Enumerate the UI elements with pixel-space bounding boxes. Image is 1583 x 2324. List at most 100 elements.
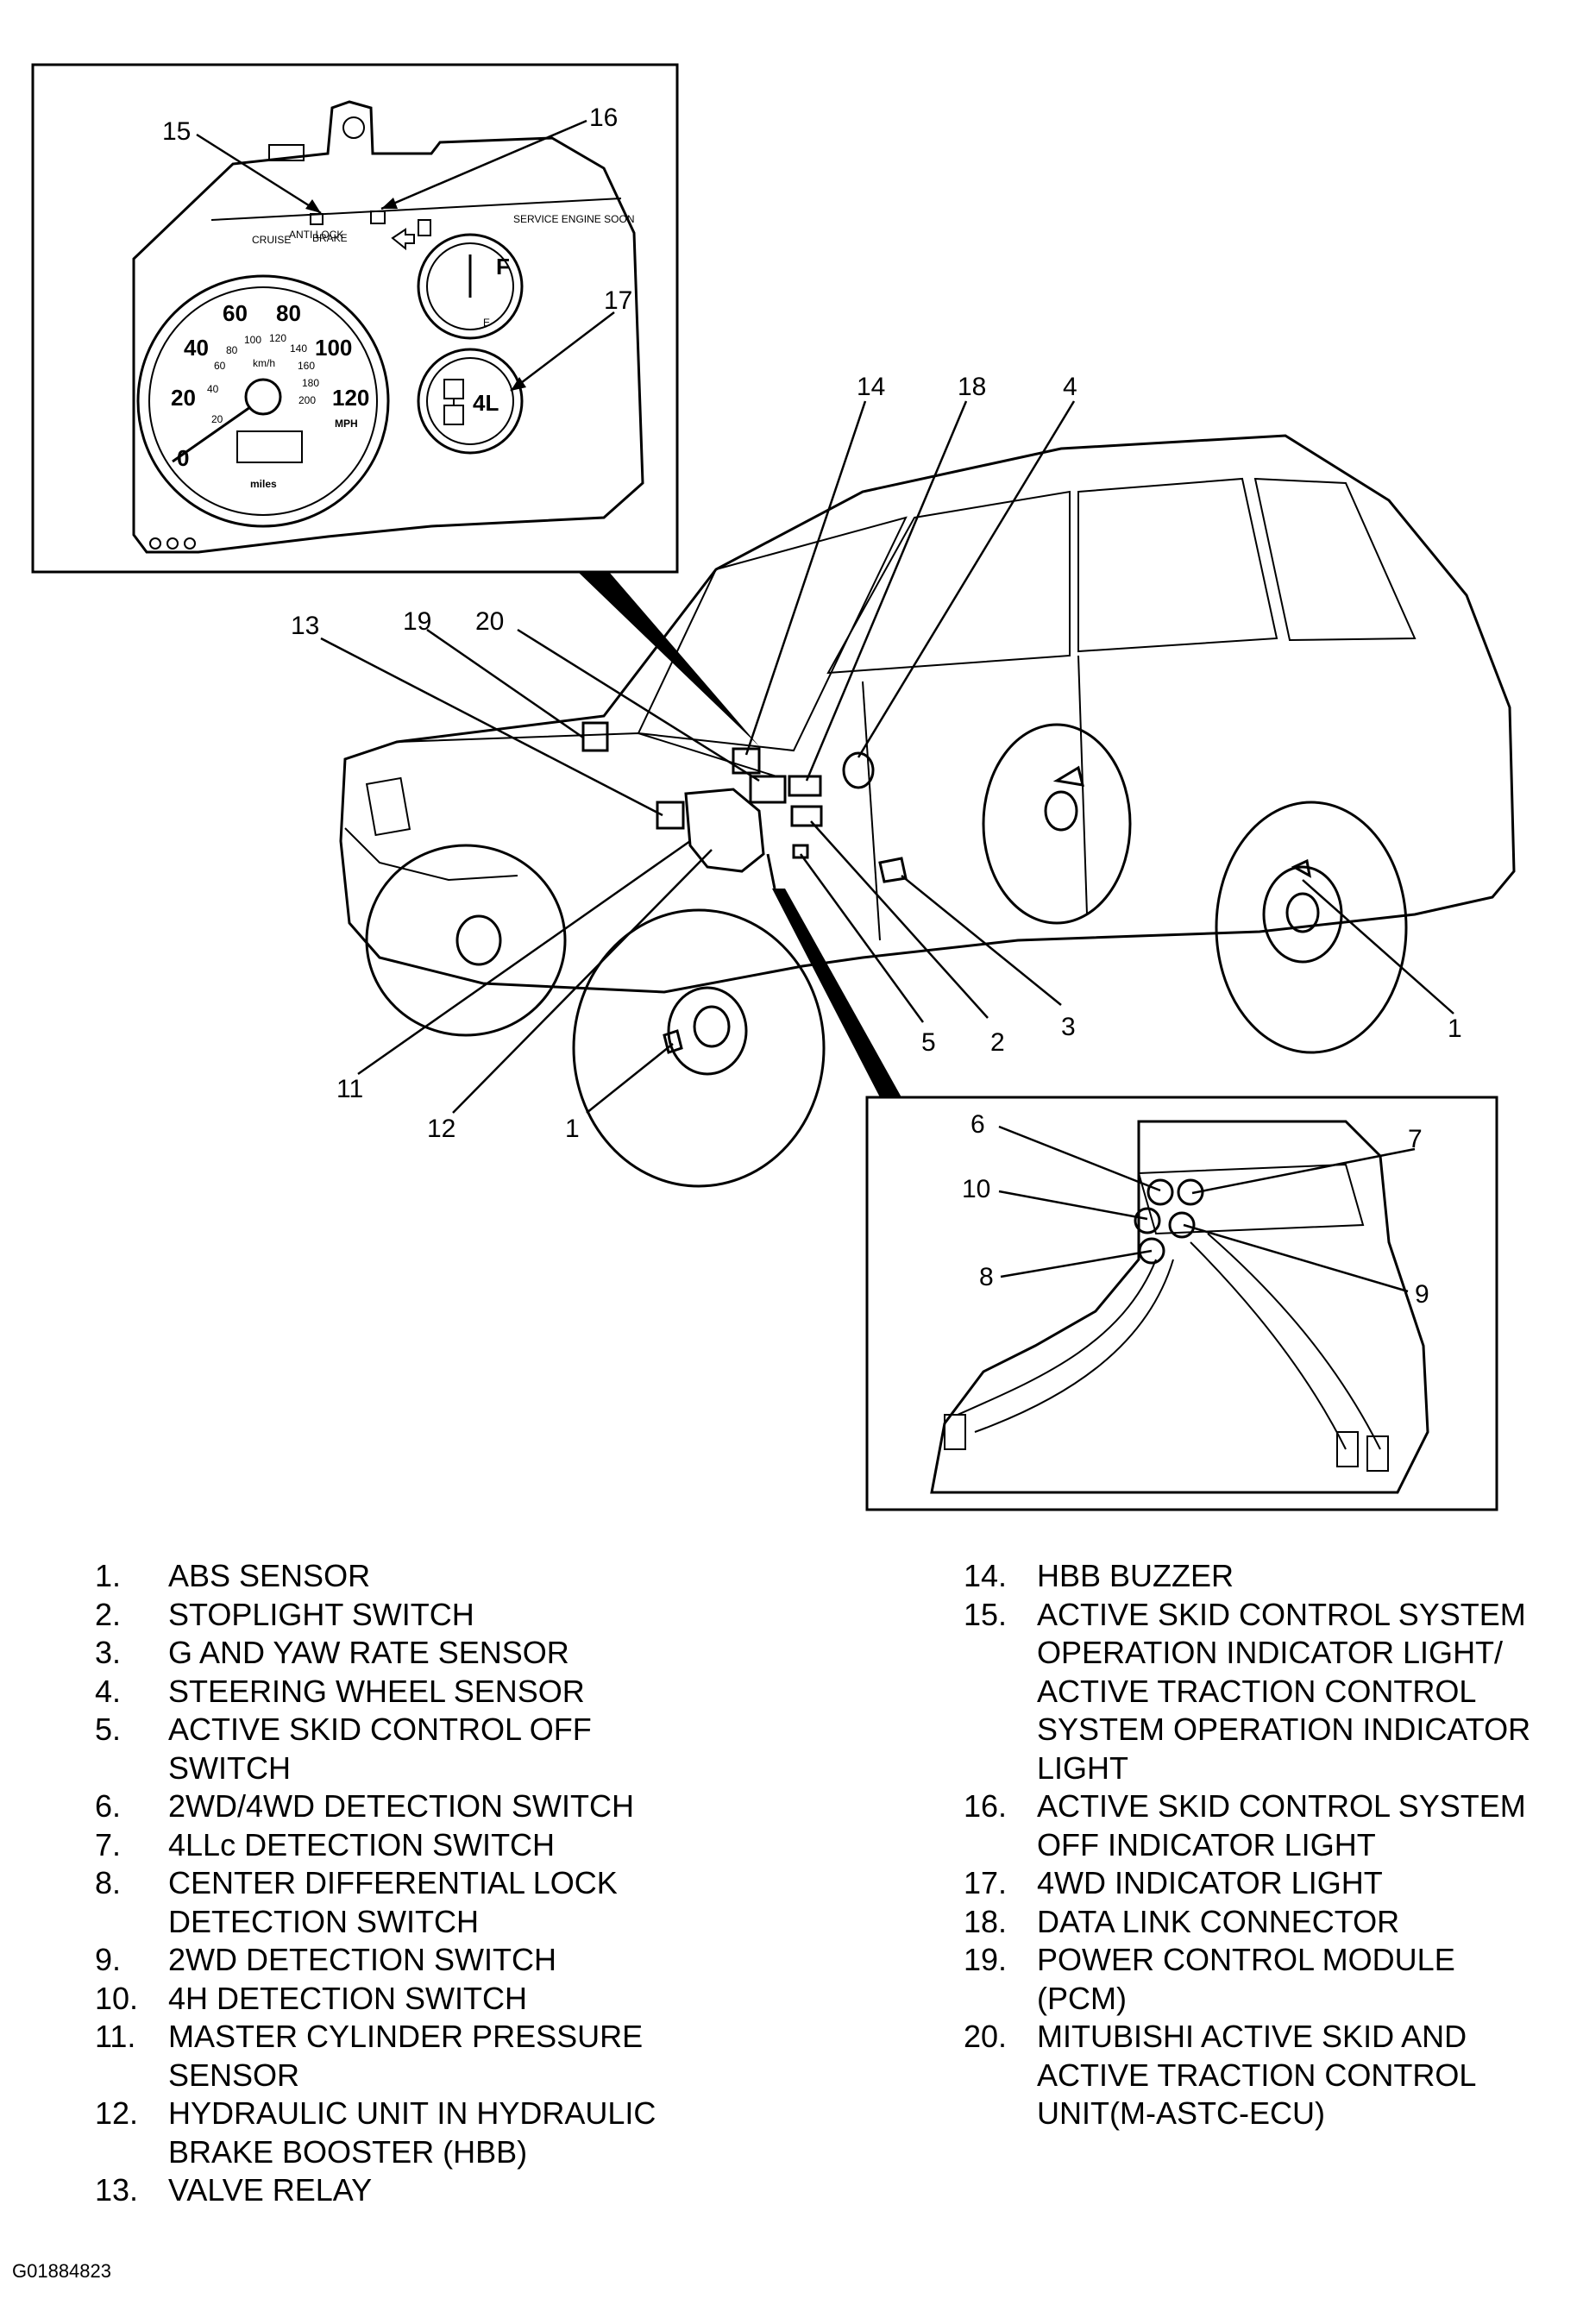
- harness-connector: [1336, 1431, 1359, 1467]
- front-door-seam: [862, 681, 881, 941]
- legend-item: 15. ACTIVE SKID CONTROL SYSTEM OPERATION …: [964, 1596, 1567, 1788]
- leader-18: [805, 400, 968, 782]
- speed-label-120: 120: [332, 385, 369, 411]
- kmh-label-180: 180: [302, 377, 319, 389]
- legend-item: 10.4H DETECTION SWITCH: [95, 1980, 871, 2019]
- legend-text: ACTIVE SKID CONTROL SYSTEM OPERATION IND…: [1037, 1596, 1531, 1786]
- asc-off-indicator-icon: [370, 210, 386, 224]
- legend-text: MASTER CYLINDER PRESSURE SENSOR: [168, 2019, 644, 2093]
- callout-1-front: 1: [565, 1115, 580, 1143]
- speed-label-60: 60: [223, 300, 248, 326]
- callout-15: 15: [162, 117, 191, 146]
- kmh-label-120: 120: [269, 332, 286, 344]
- leader-8: [1000, 1249, 1153, 1278]
- leader-15-arrowhead: [305, 199, 321, 213]
- leader-10: [998, 1190, 1148, 1221]
- legend-item: 12.HYDRAULIC UNIT IN HYDRAULIC BRAKE BOO…: [95, 2095, 871, 2171]
- legend-number: 8.: [95, 1865, 122, 1900]
- steering-wheel-sensor: [842, 751, 875, 789]
- speed-label-20: 20: [171, 385, 196, 411]
- legend-item: 11. MASTER CYLINDER PRESSURE SENSOR: [95, 2018, 871, 2095]
- legend-number: 11.: [95, 2019, 136, 2054]
- cluster-hole: [149, 537, 161, 550]
- transfer-case-flange: [1137, 1163, 1365, 1235]
- transfer-case-housing: [930, 1120, 1429, 1494]
- cluster-mount-hole: [342, 116, 365, 139]
- callout-11: 11: [336, 1075, 363, 1103]
- kmh-label-160: 160: [298, 360, 315, 372]
- 4wd-wheel-icon: [443, 405, 464, 425]
- kmh-label-40: 40: [207, 383, 219, 395]
- cluster-indicator-strip: [210, 198, 622, 221]
- legend-item: 8.CENTER DIFFERENTIAL LOCK DETECTION SWI…: [95, 1864, 871, 1941]
- kmh-label-20: 20: [211, 413, 223, 425]
- rear-right-abs-sensor: [1291, 858, 1312, 878]
- speedometer-hub: [244, 378, 282, 416]
- leader-1-front: [586, 1043, 674, 1114]
- legend-number: 2.: [95, 1596, 122, 1632]
- asc-ecu: [749, 775, 787, 804]
- callout-2: 2: [990, 1028, 1005, 1057]
- fuel-gauge-outer: [417, 233, 524, 340]
- inset-pointer-wedge: [578, 572, 759, 746]
- 4wd-wheel-icon: [443, 379, 464, 399]
- callout-13: 13: [291, 612, 319, 640]
- legend-item: 9.2WD DETECTION SWITCH: [95, 1941, 871, 1980]
- legend-number: 1.: [95, 1558, 122, 1593]
- legend-number: 13.: [95, 2172, 139, 2208]
- odometer-unit: miles: [250, 478, 277, 490]
- transfer-pointer-wedge: [772, 889, 901, 1097]
- stoplight-switch: [790, 805, 823, 827]
- components: [581, 721, 1312, 1054]
- leader-2: [810, 820, 989, 1019]
- front-bumper: [344, 827, 518, 882]
- leader-14: [744, 400, 867, 756]
- legend-item: 17.4WD INDICATOR LIGHT: [964, 1864, 1567, 1903]
- detection-switch-center-diff: [1138, 1237, 1165, 1265]
- legend-item: 7.4LLc DETECTION SWITCH: [95, 1826, 871, 1865]
- callout-17: 17: [604, 286, 632, 315]
- harness-connector: [944, 1414, 966, 1450]
- cargo-window: [1253, 477, 1417, 642]
- callout-10: 10: [962, 1175, 990, 1203]
- detection-switch-4llc: [1177, 1178, 1204, 1206]
- cluster-hole: [166, 537, 179, 550]
- legend-number: 19.: [964, 1942, 1008, 1977]
- leader-13: [320, 637, 663, 817]
- leader-19: [426, 628, 584, 739]
- speedometer-outer: [136, 274, 390, 528]
- legend-number: 6.: [95, 1788, 122, 1824]
- legend-item: 2.STOPLIGHT SWITCH: [95, 1596, 871, 1635]
- legend-number: 18.: [964, 1903, 1008, 1939]
- leader-17: [510, 311, 615, 392]
- speed-label-40: 40: [184, 335, 209, 361]
- legend-number: 15.: [964, 1596, 1008, 1632]
- vehicle-outline: [339, 434, 1516, 1188]
- indicator-cruise: CRUISE: [252, 234, 291, 246]
- legend-number: 9.: [95, 1942, 122, 1977]
- fuel-empty-label: E: [483, 317, 490, 329]
- rear-right-wheel: [1215, 801, 1408, 1054]
- 4wd-gauge-inner: [426, 357, 514, 445]
- fuel-pump-icon: [418, 219, 431, 236]
- kmh-label-100: 100: [244, 334, 261, 346]
- legend-number: 17.: [964, 1865, 1008, 1900]
- detection-switch-2wd-4wd: [1146, 1178, 1174, 1206]
- 4wd-gauge-outer: [417, 348, 524, 455]
- speed-label-0: 0: [177, 445, 189, 471]
- legend-item: 20.MITUBISHI ACTIVE SKID AND ACTIVE TRAC…: [964, 2018, 1567, 2133]
- 4l-label: 4L: [473, 390, 499, 416]
- leader-17-arrowhead: [511, 377, 526, 391]
- legend-text: HBB BUZZER: [1037, 1558, 1234, 1593]
- rear-abs-sensor: [1052, 765, 1085, 787]
- leader-6: [998, 1125, 1161, 1192]
- fuel-gauge-inner: [426, 242, 514, 330]
- indicator-service: SERVICE ENGINE SOON: [513, 213, 634, 225]
- data-link-connector: [788, 775, 822, 797]
- legend-text: 4H DETECTION SWITCH: [168, 1980, 528, 2016]
- master-cylinder-pressure-sensor: [766, 853, 776, 889]
- front-left-hub: [455, 914, 502, 966]
- legend-number: 16.: [964, 1788, 1008, 1824]
- indicator-brake: BRAKE: [312, 232, 348, 244]
- leader-7: [1191, 1147, 1416, 1195]
